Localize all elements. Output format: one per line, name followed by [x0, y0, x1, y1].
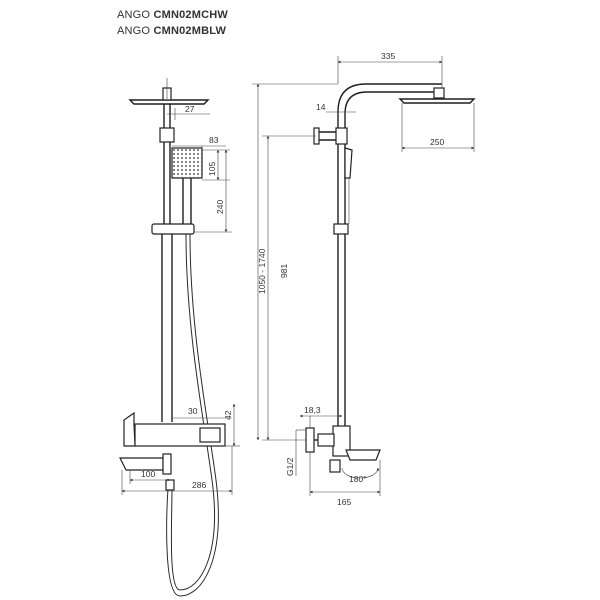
hand-shower-side	[344, 147, 353, 179]
diverter-block	[159, 127, 175, 143]
dim-165-label: 165	[337, 497, 351, 507]
model-code-black: CMN02MBLW	[153, 25, 227, 37]
head-shower-side	[398, 98, 476, 104]
spout-outlet	[162, 453, 172, 475]
rotation-label: 180°	[349, 474, 367, 484]
dim-83-label: 83	[209, 135, 219, 145]
hose-connector	[165, 479, 175, 491]
wall-connector	[317, 433, 335, 447]
shower-arm-outer	[337, 83, 442, 228]
dim-42-label: 42	[223, 410, 233, 420]
shower-hose-outer	[166, 233, 219, 597]
shower-arm-inner	[344, 91, 442, 228]
dim-105-label: 105	[207, 162, 217, 176]
brand-label: ANGO	[117, 9, 154, 21]
dim-981-label: 981	[279, 264, 289, 278]
dim-1050-label: 1050 - 1740	[257, 248, 267, 294]
dim-18-3-label: 18,3	[304, 405, 321, 415]
rotation-arc	[341, 467, 380, 479]
side-view: 335 14 250 1050 - 1740 981 18,3 G1/2 165	[252, 51, 476, 507]
slide-holder	[151, 223, 195, 235]
dim-30-label: 30	[188, 406, 198, 416]
shower-hose	[170, 233, 215, 591]
dim-14-label: 14	[316, 102, 326, 112]
dim-335-label: 335	[381, 51, 395, 61]
thermostat-knob	[199, 427, 221, 443]
head-shower-front	[128, 99, 210, 105]
hand-shower-head	[171, 147, 203, 179]
dim-27-label: 27	[185, 104, 195, 114]
slide-holder-side	[333, 223, 349, 235]
wall-flange	[305, 427, 315, 453]
model-title-chrome: ANGO CMN02MCHW	[117, 9, 228, 21]
dim-100-label: 100	[141, 469, 155, 479]
model-code-chrome: CMN02MCHW	[153, 9, 228, 21]
dim-240-label: 240	[215, 200, 225, 214]
spout-base	[329, 459, 341, 473]
brand-label: ANGO	[117, 25, 154, 37]
model-title-black: ANGO CMN02MBLW	[117, 25, 226, 37]
mixer-lever	[123, 411, 136, 447]
dim-286-label: 286	[192, 480, 206, 490]
dim-g12-label: G1/2	[285, 457, 295, 476]
head-joint	[433, 87, 445, 99]
front-view: 27 83 105 240 30 42 100 286	[119, 78, 240, 597]
holder-collar	[335, 127, 348, 145]
spout-side	[345, 449, 381, 461]
dim-250-label: 250	[430, 137, 444, 147]
